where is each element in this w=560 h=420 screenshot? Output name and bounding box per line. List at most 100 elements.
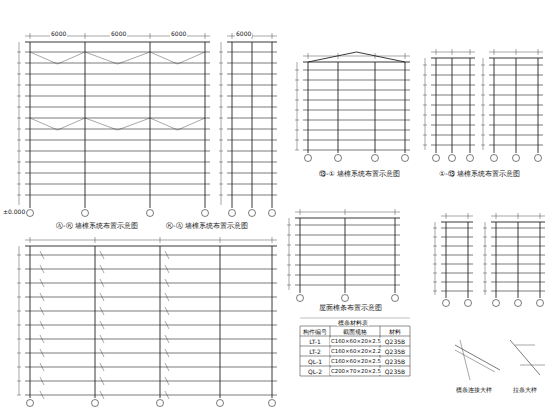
drawing-line	[17, 52, 21, 53]
drawing-line	[468, 213, 469, 219]
drawing-line	[303, 110, 410, 111]
drawing-line	[481, 75, 485, 76]
drawing-line	[227, 140, 277, 141]
drawing-line	[85, 42, 86, 208]
drawing-line	[219, 140, 223, 141]
drawing-line	[431, 135, 475, 136]
table-title: 檩条材料表	[337, 319, 369, 326]
drawing-line	[17, 140, 21, 141]
drawing-line	[17, 311, 21, 312]
drawing-line	[165, 279, 169, 287]
drawing-line	[423, 65, 427, 66]
drawing-line	[25, 246, 277, 247]
drawing-line	[303, 120, 410, 121]
drawing-line	[25, 118, 210, 119]
drawing-line	[100, 363, 104, 371]
drawing-line	[300, 366, 410, 367]
drawing-line	[227, 63, 277, 64]
drawing-line	[95, 237, 96, 243]
drawing-line	[481, 135, 485, 136]
drawing-line	[17, 195, 21, 196]
axis-circle	[372, 155, 379, 162]
axis-circle	[342, 295, 349, 302]
drawing-line	[287, 245, 291, 246]
drawing-caption: Ⓚ-Ⓐ 墙檩系统布置示意图	[165, 222, 249, 230]
drawing-line	[17, 85, 21, 86]
table-cell: 截面规格	[342, 328, 368, 335]
table-cell: 材料	[388, 328, 402, 335]
drawing-line	[303, 150, 410, 151]
drawing-line	[227, 151, 277, 152]
drawing-line	[17, 353, 21, 354]
axis-circle	[27, 400, 34, 407]
drawing-line	[436, 58, 437, 153]
drawing-line	[433, 264, 437, 265]
drawing-line	[481, 65, 485, 66]
drawing-line	[30, 237, 31, 243]
drawing-line	[17, 107, 21, 108]
drawing-line	[118, 118, 151, 130]
drawing-line	[303, 62, 410, 63]
drawing-line	[489, 85, 543, 86]
drawing-line	[345, 209, 346, 215]
axis-circle	[269, 210, 276, 217]
drawing-line	[338, 62, 339, 153]
drawing-line	[295, 80, 299, 81]
drawing-line	[300, 356, 410, 357]
drawing-line	[435, 222, 436, 295]
drawing-line	[165, 363, 169, 371]
drawing-line	[295, 235, 400, 236]
axis-circle	[82, 210, 89, 217]
drawing-line	[300, 218, 301, 293]
drawing-line	[25, 52, 210, 53]
drawing-line	[433, 291, 437, 292]
axis-circle	[157, 400, 164, 407]
drawing-line	[431, 65, 475, 66]
drawing-line	[433, 282, 437, 283]
drawing-line	[25, 395, 277, 396]
drawing-line	[25, 129, 210, 130]
drawing-line	[510, 340, 540, 375]
drawing-line	[287, 285, 291, 286]
drawing-line	[100, 321, 104, 329]
drawing-line	[165, 265, 169, 273]
drawing-line	[205, 42, 206, 208]
drawing-line	[165, 349, 169, 357]
drawing-line	[25, 173, 210, 174]
axis-circle	[27, 210, 34, 217]
drawing-line	[295, 70, 299, 71]
drawing-line	[483, 273, 487, 274]
drawing-line	[40, 335, 44, 343]
drawing-line	[25, 283, 277, 284]
drawing-line	[345, 218, 346, 293]
drawing-line	[25, 74, 210, 75]
axis-circle	[392, 295, 399, 302]
drawing-line	[441, 282, 473, 283]
axis-circle	[537, 300, 544, 307]
axis-circle	[449, 155, 456, 162]
table-cell: C160×60×20×2.2	[330, 348, 382, 355]
drawing-line	[100, 265, 104, 273]
drawing-line	[25, 195, 210, 196]
drawing-line	[17, 96, 21, 97]
drawing-line	[58, 118, 86, 130]
drawing-line	[295, 255, 400, 256]
drawing-line	[489, 65, 543, 66]
drawing-line	[150, 52, 178, 64]
axis-circle	[249, 210, 256, 217]
drawing-line	[287, 255, 291, 256]
drawing-caption: Ⓐ-Ⓚ 墙檩系统布置示意图	[55, 222, 139, 230]
axis-circle	[443, 300, 450, 307]
drawing-line	[219, 74, 223, 75]
drawing-line	[165, 335, 169, 343]
drawing-line	[485, 222, 486, 295]
drawing-line	[489, 135, 543, 136]
drawing-caption: ⑬-① 墙檩系统布置示意图	[318, 170, 401, 178]
drawing-line	[481, 95, 485, 96]
drawing-line	[219, 184, 223, 185]
drawing-line	[423, 125, 427, 126]
drawing-line	[470, 49, 471, 55]
drawing-line	[516, 49, 517, 55]
axis-circle	[297, 295, 304, 302]
drawing-line	[227, 74, 277, 75]
